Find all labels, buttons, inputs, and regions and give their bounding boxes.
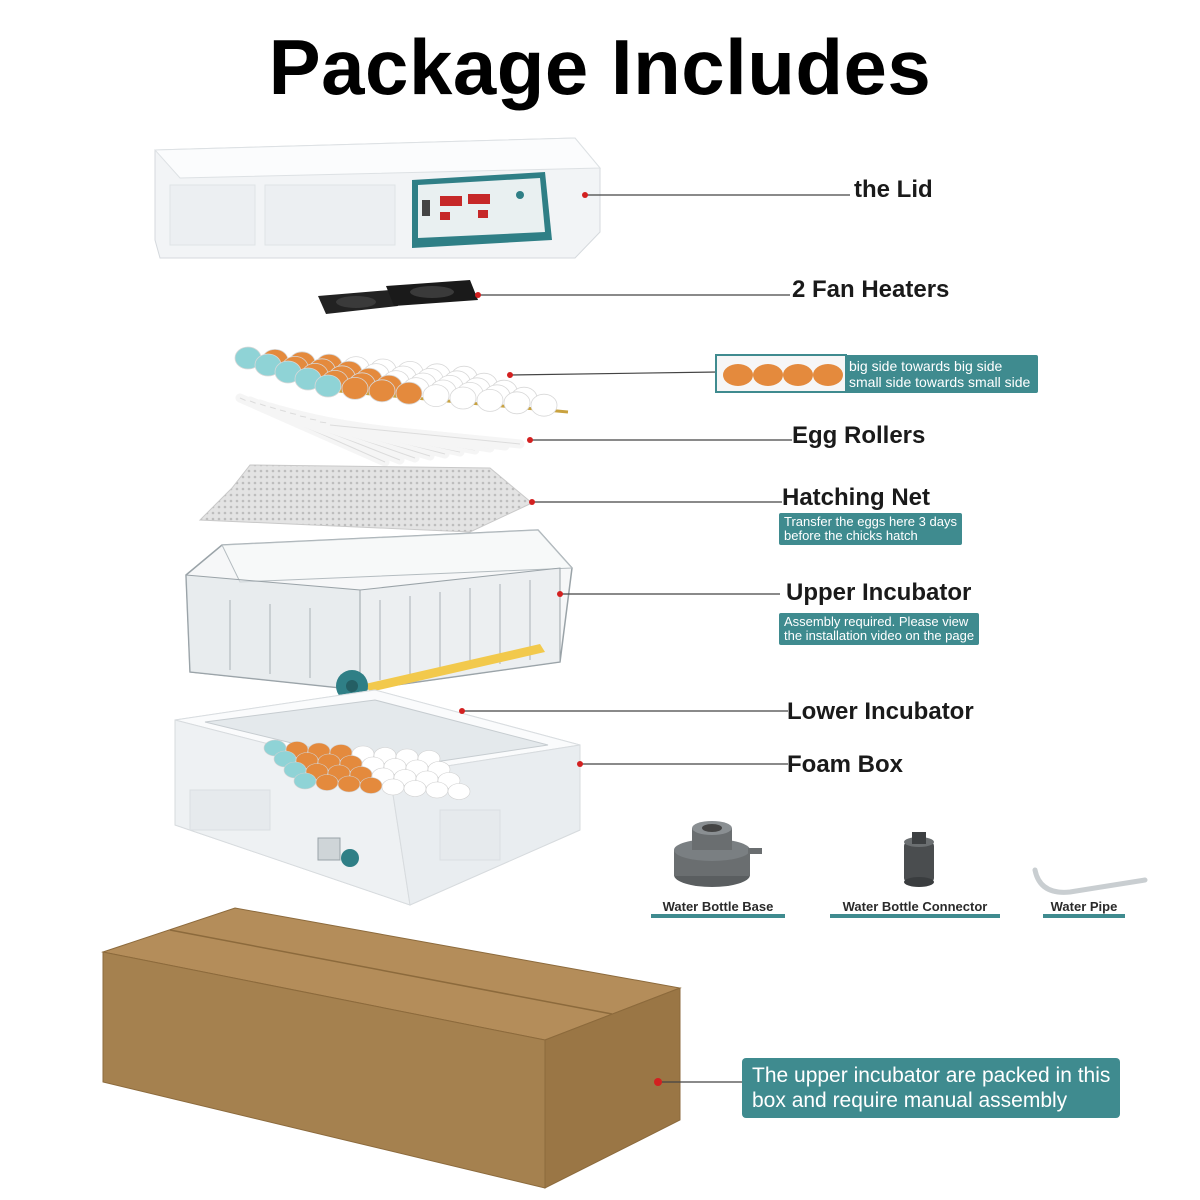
label-water-bottle-base: Water Bottle Base	[651, 899, 785, 918]
label-upper-incubator: Upper Incubator	[786, 579, 972, 606]
hatching-net-illustration	[198, 464, 533, 533]
rollers-leader-dot	[527, 437, 533, 443]
egg	[315, 774, 339, 791]
upper-incubator-note: Assembly required. Please view the insta…	[779, 613, 980, 645]
lid-illustration	[153, 137, 602, 259]
label-water-bottle-connector: Water Bottle Connector	[830, 899, 1000, 918]
egg	[395, 381, 423, 405]
water-bottle-connector-illustration	[904, 832, 934, 887]
egg	[422, 384, 450, 408]
water-pipe-illustration	[1032, 867, 1148, 895]
foam-leader-dot	[577, 761, 583, 767]
egg	[447, 783, 471, 800]
foam-box-illustration	[174, 689, 581, 906]
carton-leader-dot	[654, 1078, 662, 1086]
label-lower-incubator: Lower Incubator	[787, 698, 974, 725]
hatching-net-note: Transfer the eggs here 3 days before the…	[779, 513, 962, 545]
egg	[381, 778, 405, 796]
eggs-leader-dot	[507, 372, 513, 378]
egg	[314, 374, 342, 398]
egg-orientation-note: big side towards big side small side tow…	[845, 355, 1039, 393]
egg-roller-tray-illustration	[234, 346, 569, 417]
label-lid: the Lid	[854, 176, 933, 203]
label-hatching-net: Hatching Net	[782, 484, 931, 511]
egg	[476, 388, 504, 412]
net-leader-dot	[529, 499, 535, 505]
egg	[337, 775, 361, 793]
water-bottle-base-illustration	[674, 821, 762, 887]
egg	[530, 393, 558, 417]
egg	[403, 780, 427, 797]
label-egg-rollers: Egg Rollers	[792, 422, 926, 449]
egg	[293, 772, 317, 790]
egg	[368, 379, 396, 403]
egg	[503, 391, 531, 415]
carton-note: The upper incubator are packed in this b…	[742, 1058, 1121, 1118]
egg-orientation-inset	[715, 354, 847, 393]
egg	[425, 781, 449, 799]
cardboard-carton-illustration	[101, 907, 682, 1189]
page-title: Package Includes	[268, 23, 932, 111]
upper-incubator-illustration	[185, 529, 574, 702]
fan-leader-dot	[475, 292, 481, 298]
egg	[359, 777, 383, 794]
upper-leader-dot	[557, 591, 563, 597]
label-fan-heaters: 2 Fan Heaters	[792, 276, 950, 303]
egg	[449, 386, 477, 410]
lower-leader-dot	[459, 708, 465, 714]
egg-roller-edge	[329, 424, 521, 445]
fan-heaters-illustration	[318, 280, 478, 314]
egg	[341, 376, 369, 400]
label-foam-box: Foam Box	[787, 751, 904, 778]
label-water-pipe: Water Pipe	[1043, 899, 1125, 918]
lid-leader-dot	[582, 192, 588, 198]
egg-rollers-illustration	[235, 393, 525, 467]
